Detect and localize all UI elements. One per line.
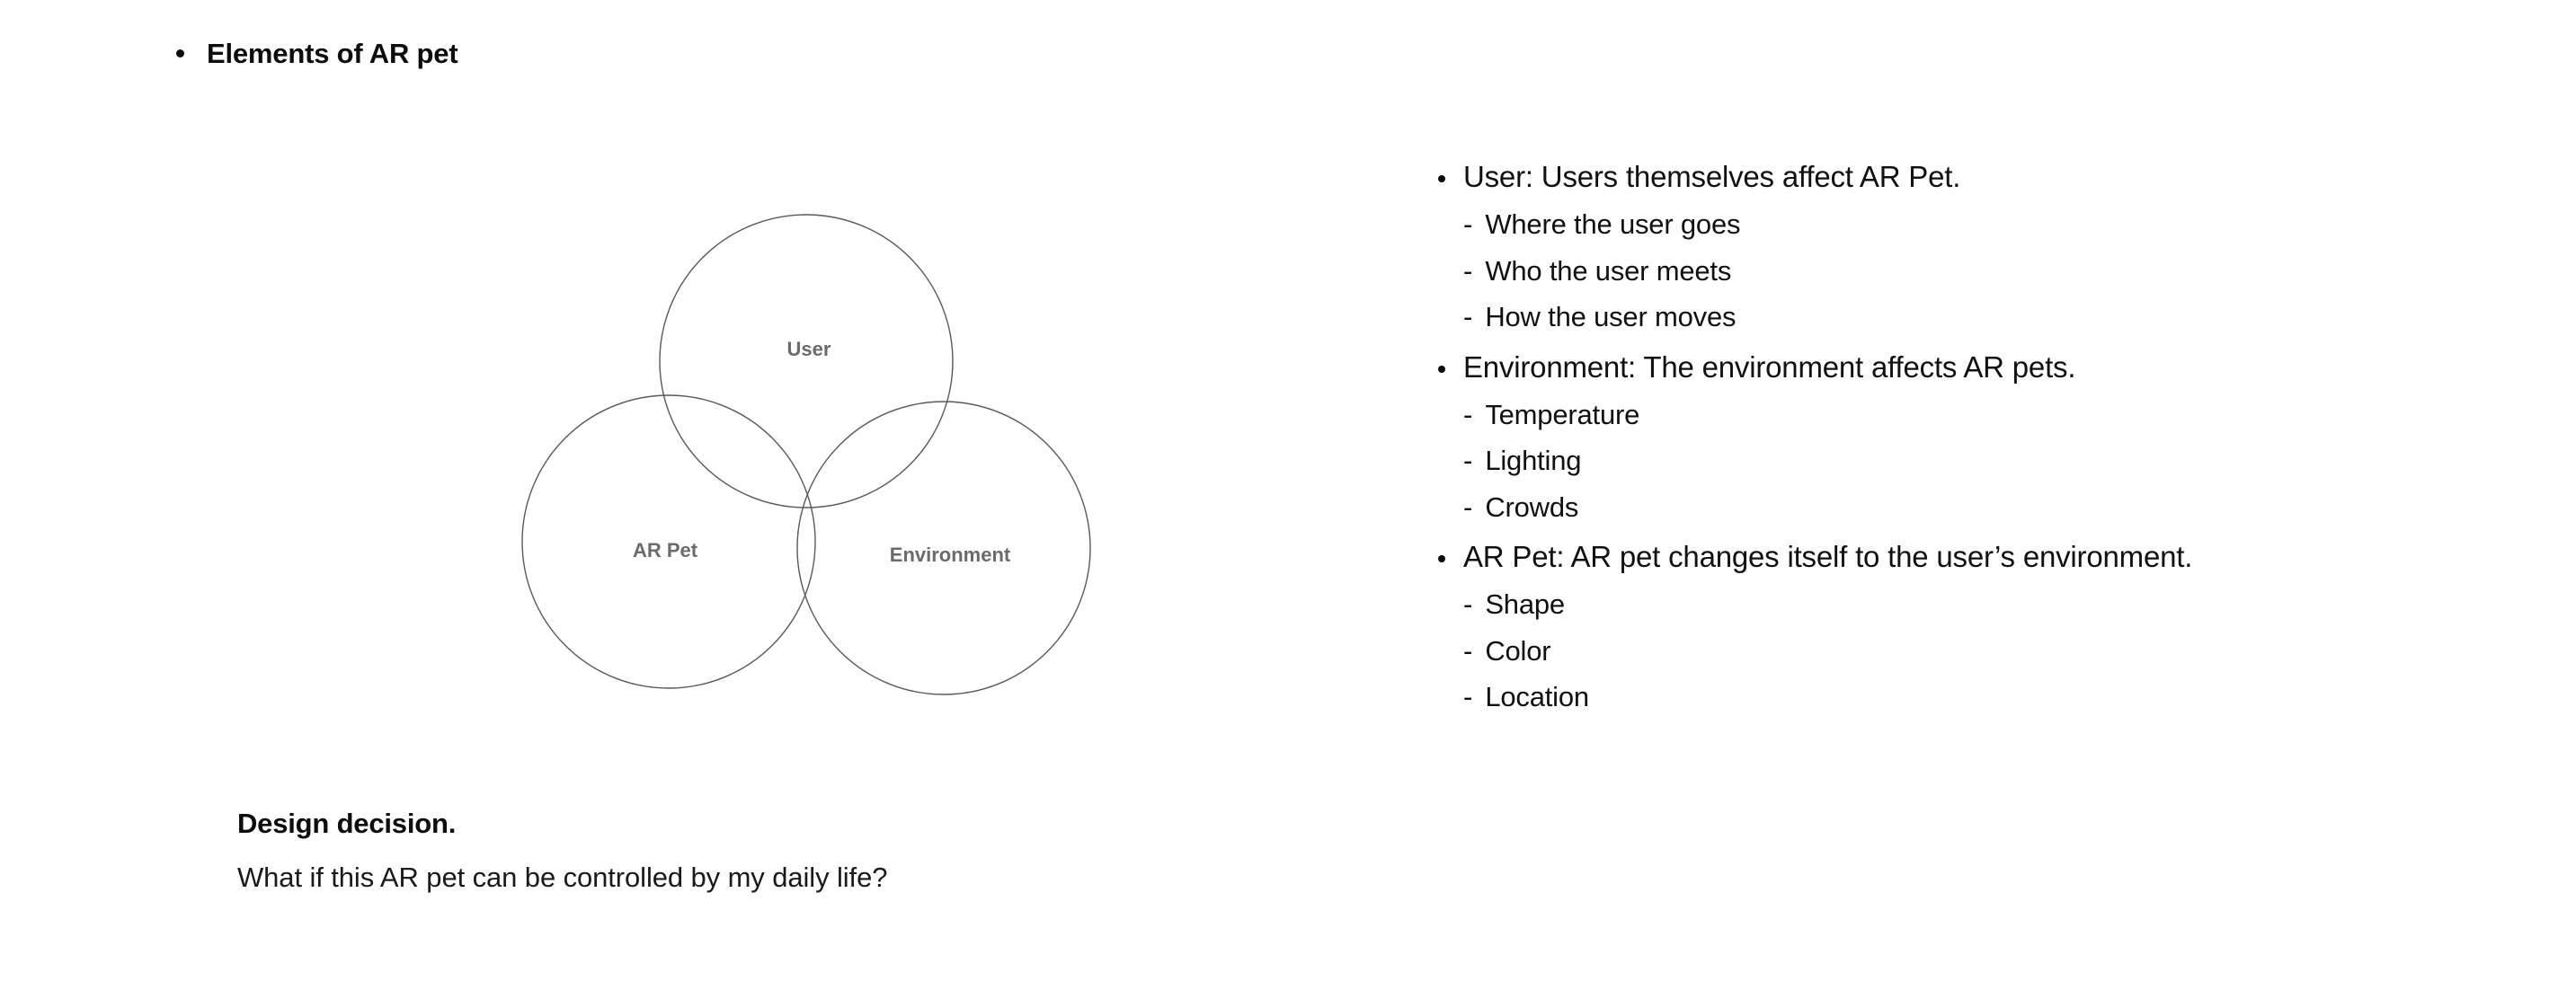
- note-subitem: - Where the user goes: [1463, 208, 2517, 242]
- note-subitem: - Who the user meets: [1463, 255, 2517, 288]
- page-title-text: Elements of AR pet: [207, 38, 458, 69]
- dash-icon: -: [1463, 254, 1473, 287]
- venn-circle-ar-pet: [521, 394, 816, 689]
- note-subitem-text: Color: [1485, 634, 1551, 667]
- note-subitem-text: Who the user meets: [1485, 254, 1732, 287]
- dash-icon: -: [1463, 491, 1473, 523]
- bullet-icon: [1438, 555, 1445, 563]
- venn-diagram: User AR Pet Environment: [503, 189, 1115, 728]
- note-subitem-text: How the user moves: [1485, 301, 1737, 333]
- page-title: Elements of AR pet: [176, 38, 458, 69]
- notes-group-environment: Environment: The environment affects AR …: [1438, 350, 2517, 525]
- dash-icon: -: [1463, 588, 1473, 621]
- bullet-icon: [1438, 365, 1445, 373]
- venn-label-environment: Environment: [890, 544, 1011, 566]
- note-subitem-text: Crowds: [1485, 491, 1579, 523]
- note-subitem: - Location: [1463, 681, 2517, 714]
- design-decision-body: What if this AR pet can be controlled by…: [237, 861, 888, 893]
- notes-group-ar-pet: AR Pet: AR pet changes itself to the use…: [1438, 540, 2517, 714]
- note-subitem: - Shape: [1463, 588, 2517, 622]
- design-decision-heading: Design decision.: [237, 808, 457, 839]
- note-subitem-text: Lighting: [1485, 445, 1582, 477]
- dash-icon: -: [1463, 634, 1473, 667]
- venn-circle-environment: [796, 401, 1091, 695]
- note-heading-text: Environment: The environment affects AR …: [1463, 349, 2076, 384]
- note-heading-text: AR Pet: AR pet changes itself to the use…: [1463, 540, 2193, 574]
- note-heading-user: User: Users themselves affect AR Pet.: [1438, 160, 2517, 195]
- note-subitem-text: Where the user goes: [1485, 208, 1741, 240]
- note-subitem-text: Temperature: [1485, 398, 1640, 430]
- bullet-icon: [1438, 175, 1445, 182]
- note-heading-ar-pet: AR Pet: AR pet changes itself to the use…: [1438, 540, 2517, 575]
- note-heading-text: User: Users themselves affect AR Pet.: [1463, 160, 1961, 193]
- dash-icon: -: [1463, 445, 1473, 477]
- note-subitem: - Crowds: [1463, 491, 2517, 525]
- dash-icon: -: [1463, 681, 1473, 713]
- notes-column: User: Users themselves affect AR Pet. - …: [1438, 160, 2517, 714]
- note-subitem: - Color: [1463, 635, 2517, 668]
- note-subitem: - Lighting: [1463, 445, 2517, 478]
- venn-circle-user: [659, 214, 954, 508]
- design-decision-block: Design decision. What if this AR pet can…: [237, 807, 1226, 895]
- note-subitem: - How the user moves: [1463, 301, 2517, 334]
- note-heading-environment: Environment: The environment affects AR …: [1438, 350, 2517, 385]
- dash-icon: -: [1463, 301, 1473, 333]
- title-bullet-icon: [176, 49, 184, 57]
- venn-label-ar-pet: AR Pet: [633, 539, 698, 561]
- venn-label-user: User: [787, 338, 831, 360]
- note-subitem-text: Location: [1485, 681, 1589, 713]
- dash-icon: -: [1463, 398, 1473, 430]
- note-subitem: - Temperature: [1463, 399, 2517, 432]
- notes-group-user: User: Users themselves affect AR Pet. - …: [1438, 160, 2517, 334]
- dash-icon: -: [1463, 208, 1473, 240]
- note-subitem-text: Shape: [1485, 588, 1565, 621]
